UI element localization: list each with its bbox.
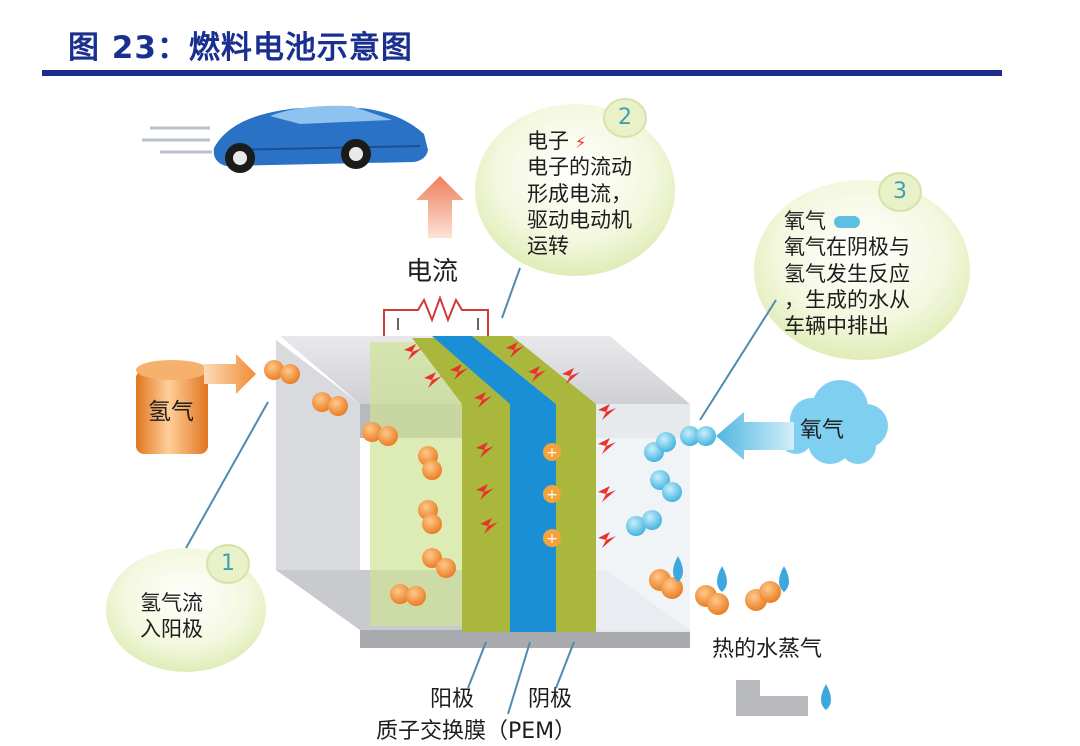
proton-markers: + + + bbox=[543, 443, 561, 547]
callout-2-text: 电子⚡ 电子的流动 形成电流， 驱动电动机 运转 bbox=[527, 128, 632, 259]
callout-2-heading: 电子⚡ bbox=[527, 129, 587, 153]
callout-bubble-2 bbox=[475, 104, 675, 319]
bottom-leader-lines bbox=[467, 641, 575, 715]
oxygen-inlet-arrow bbox=[716, 412, 794, 460]
steam-label: 热的水蒸气 bbox=[712, 637, 823, 662]
hydrogen-molecules bbox=[264, 360, 456, 606]
pem-label: 质子交换膜（PEM） bbox=[376, 719, 577, 744]
exhaust-pipe bbox=[736, 680, 831, 716]
callout-2-line-4: 运转 bbox=[527, 234, 569, 258]
callout-number-1: 1 bbox=[206, 544, 250, 584]
electron-markers bbox=[404, 342, 616, 548]
callout-3-heading: 氧气 bbox=[784, 208, 910, 234]
callout-number-2: 2 bbox=[603, 98, 647, 138]
circuit-arrows bbox=[397, 318, 479, 330]
oxygen-molecules bbox=[626, 426, 716, 536]
figure-title: 图 23：燃料电池示意图 bbox=[68, 30, 413, 66]
circuit-resistor bbox=[383, 295, 489, 338]
callout-2-line-3: 驱动电动机 bbox=[527, 207, 632, 232]
oxygen-cloud-label: 氧气 bbox=[800, 418, 845, 443]
title-underline bbox=[42, 70, 1002, 76]
callout-3-line-2: 氢气发生反应 bbox=[784, 261, 910, 286]
callout-2-line-1: 电子的流动 bbox=[527, 155, 632, 180]
cathode-label: 阴极 bbox=[528, 687, 573, 712]
callout-1-text: 氢气流 入阳极 bbox=[140, 590, 203, 643]
callout-3-line-4: 车辆中排出 bbox=[784, 314, 889, 338]
callout-1-line-1: 氢气流 bbox=[140, 591, 203, 615]
callout-3-line-3: ，生成的水从 bbox=[784, 287, 910, 312]
fuel-cell-stack bbox=[276, 336, 690, 648]
callout-3-line-1: 氧气在阴极与 bbox=[784, 235, 910, 260]
electron-icon: ⚡ bbox=[575, 133, 587, 152]
svg-text:+: + bbox=[546, 445, 558, 461]
hydrogen-tank bbox=[136, 360, 208, 454]
svg-text:+: + bbox=[546, 487, 558, 503]
callout-1-line-2: 入阳极 bbox=[140, 617, 203, 642]
callout-number-3: 3 bbox=[878, 172, 922, 212]
water-output bbox=[649, 556, 789, 615]
oxygen-molecule-icon bbox=[834, 216, 860, 228]
svg-text:+: + bbox=[546, 531, 558, 547]
hydrogen-inlet-arrow bbox=[204, 354, 256, 394]
callout-3-text: 氧气 氧气在阴极与 氢气发生反应 ，生成的水从 车辆中排出 bbox=[784, 208, 910, 339]
speed-lines bbox=[142, 126, 212, 154]
current-label: 电流 bbox=[406, 257, 459, 287]
car-illustration bbox=[213, 105, 428, 173]
callout-2-line-2: 形成电流， bbox=[527, 181, 632, 206]
callout-bubble-3 bbox=[699, 180, 970, 421]
upward-arrow bbox=[416, 176, 464, 238]
anode-label: 阳极 bbox=[430, 687, 475, 712]
hydrogen-tank-label: 氢气 bbox=[148, 399, 194, 425]
